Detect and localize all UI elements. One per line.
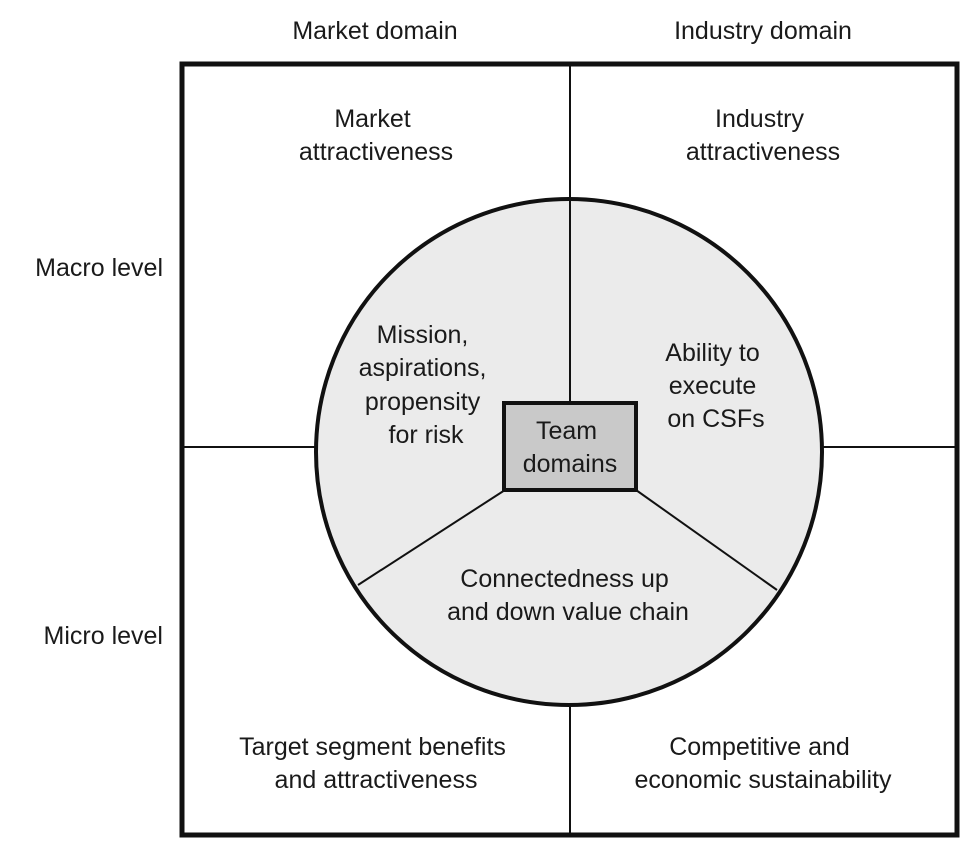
- market-domain-header: Market domain: [292, 17, 457, 45]
- circle-divider-lower-right: [635, 489, 778, 591]
- competitive-sustainability-label: Competitive and economic sustainability: [634, 733, 892, 794]
- target-segment-label: Target segment benefits and attractivene…: [239, 733, 513, 794]
- mission-aspirations-label: Mission, aspirations, propensity for ris…: [359, 321, 494, 449]
- ability-to-execute-label: Ability to execute on CSFs: [665, 339, 766, 433]
- micro-level-label: Micro level: [44, 622, 163, 650]
- industry-domain-header: Industry domain: [674, 17, 852, 45]
- outer-frame: [179, 61, 960, 838]
- macro-level-label: Macro level: [35, 254, 163, 282]
- industry-attractiveness-label: Industry attractiveness: [686, 105, 840, 166]
- connectedness-label: Connectedness up and down value chain: [447, 565, 689, 626]
- team-domains-box: [502, 401, 638, 492]
- market-attractiveness-label: Market attractiveness: [299, 105, 453, 166]
- circle-divider-lower-left: [357, 489, 506, 586]
- team-domains-label: Team domains: [523, 417, 618, 478]
